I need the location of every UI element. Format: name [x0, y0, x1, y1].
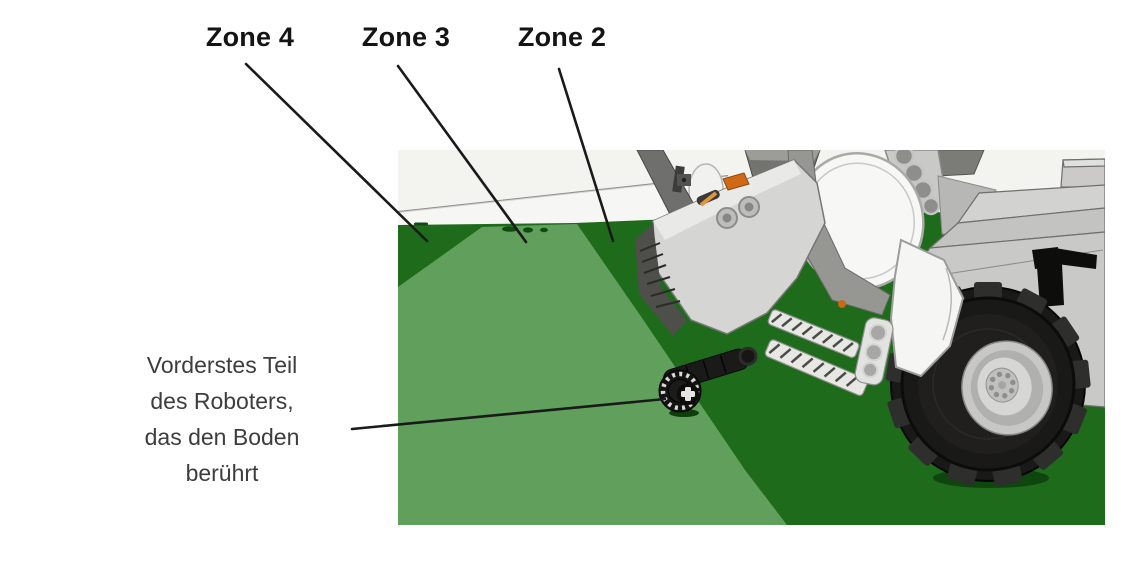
annotation-line: des Roboters,: [150, 388, 294, 414]
front-mudguard-panel: [889, 238, 965, 378]
nxt-motor: [635, 159, 826, 336]
zone-2-label: Zone 2: [517, 22, 607, 52]
axle-cross: [681, 387, 695, 401]
tire-hub: [961, 340, 1053, 436]
three-hole-beam: [854, 317, 894, 386]
front-sprocket-wheel: [658, 369, 702, 413]
orange-pin: [722, 172, 750, 191]
rack-beam-upper: [767, 309, 860, 359]
motor-front-vent-face: [635, 223, 687, 336]
zone-4-label: Zone 4: [205, 22, 295, 52]
four-hole-beam: [884, 150, 948, 217]
zone-3-light-area: [398, 224, 787, 525]
platform-slab-top: [956, 184, 1105, 224]
zone-3-label: Zone 3: [361, 22, 451, 52]
rack-beam-lower: [764, 339, 869, 396]
orange-stripe: [699, 191, 718, 207]
front-contact-annotation: Vorderstes Teil des Roboters, das den Bo…: [97, 347, 347, 491]
motor-top-highlight: [653, 160, 801, 240]
hub-bolts: [988, 371, 1016, 399]
platform-slab-front: [928, 207, 1105, 249]
motor-vents: [639, 242, 681, 308]
robot-scene-image: [398, 150, 1105, 525]
annotation-line: das den Boden: [144, 424, 300, 450]
annotation-line: Vorderstes Teil: [146, 352, 298, 378]
platform-black-gap-shadow: [1032, 247, 1097, 307]
annotation-line: berührt: [185, 460, 259, 486]
orange-dot: [838, 300, 846, 308]
tire-tread-blocks: [885, 282, 1091, 487]
